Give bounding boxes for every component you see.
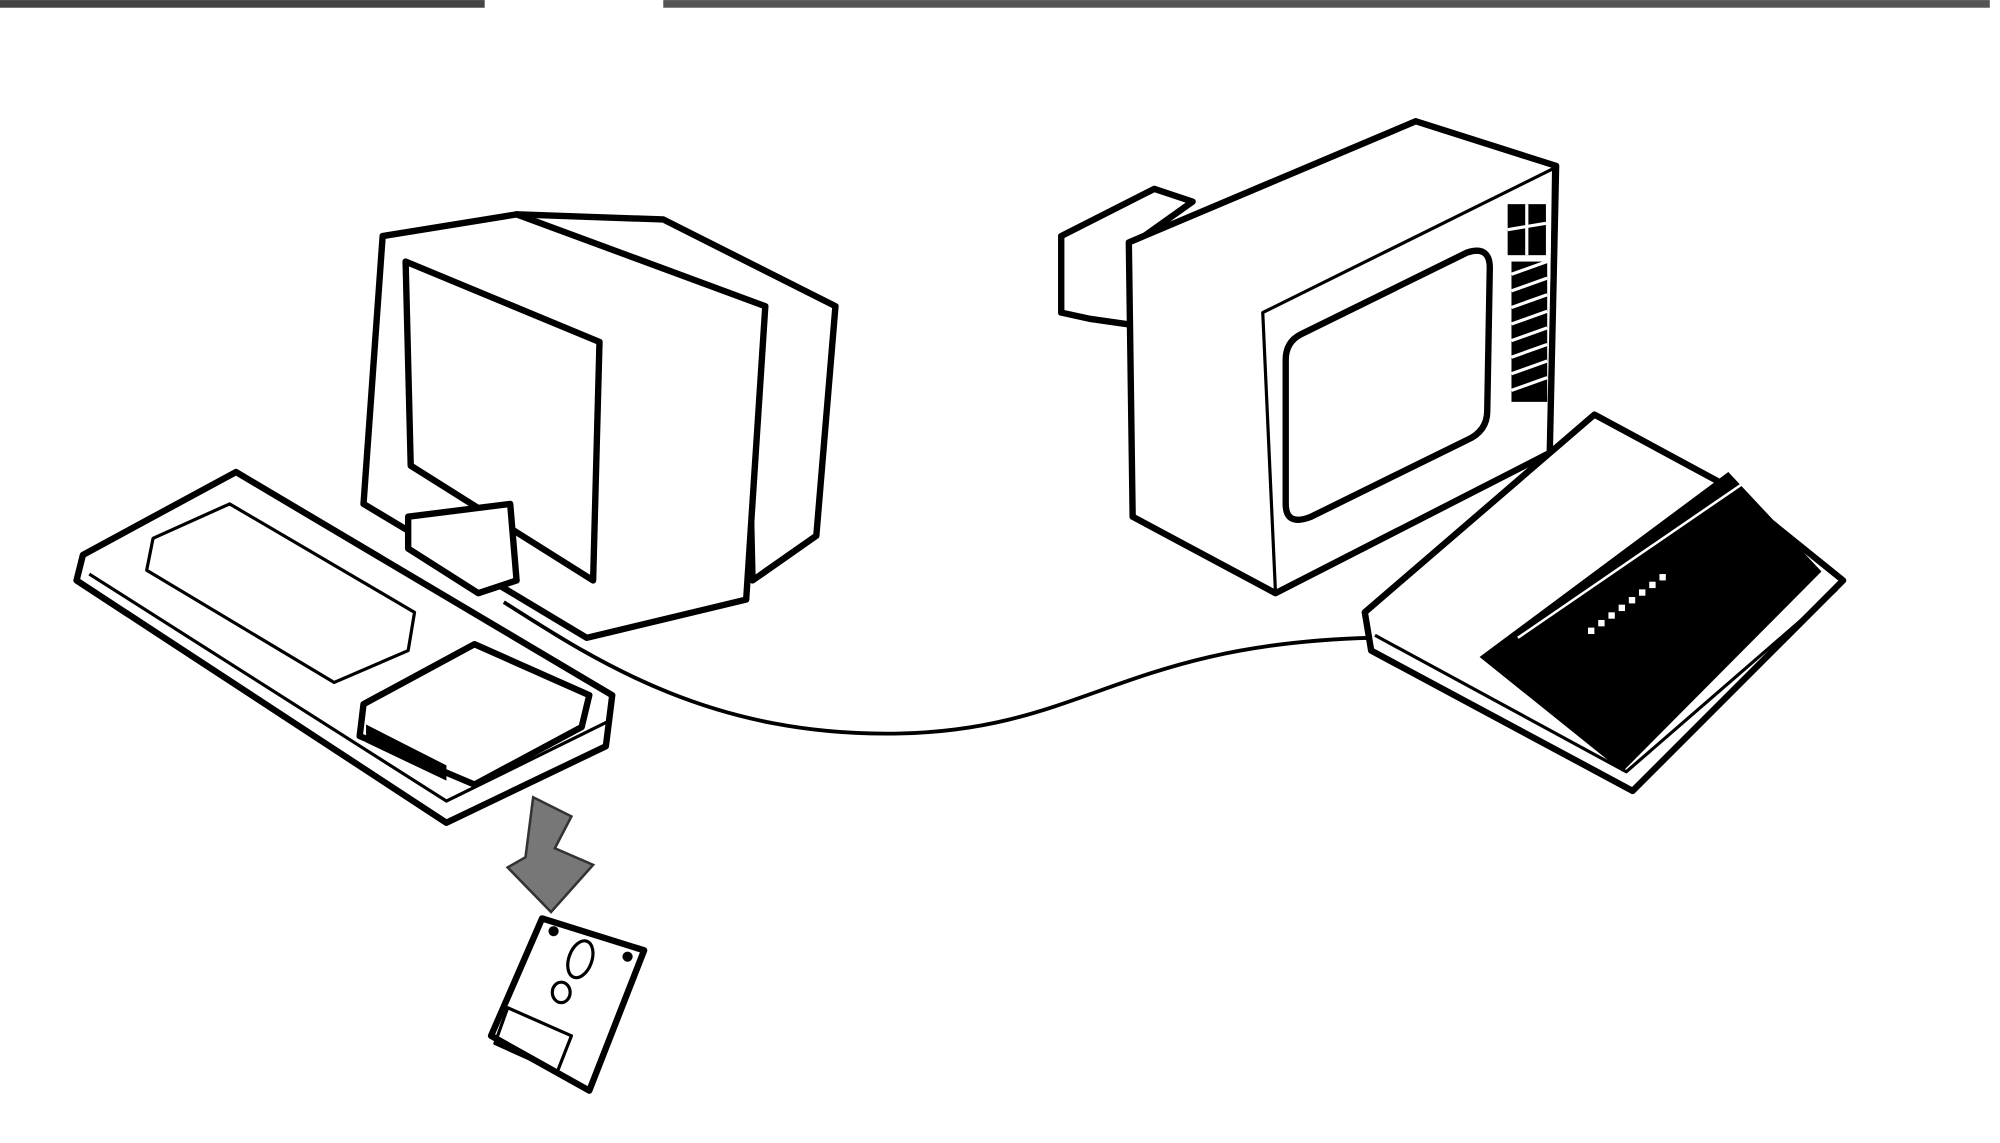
floppy-disk-icon xyxy=(487,915,648,1094)
left-monitor xyxy=(360,211,839,642)
right-monitor-screen xyxy=(1282,247,1493,523)
keyboard-key-panel xyxy=(1479,472,1822,772)
disk-slot xyxy=(366,724,447,781)
left-keyboard xyxy=(73,468,616,826)
connecting-cable xyxy=(502,600,1372,736)
down-arrow-icon xyxy=(505,795,596,914)
key-area xyxy=(145,502,417,685)
right-keyboard xyxy=(1361,411,1847,795)
speaker-grille xyxy=(1507,204,1548,402)
disk-drive xyxy=(356,641,593,788)
key-row xyxy=(1588,574,1666,634)
left-monitor-screen xyxy=(402,258,603,584)
cropped-header-text xyxy=(0,0,1990,8)
